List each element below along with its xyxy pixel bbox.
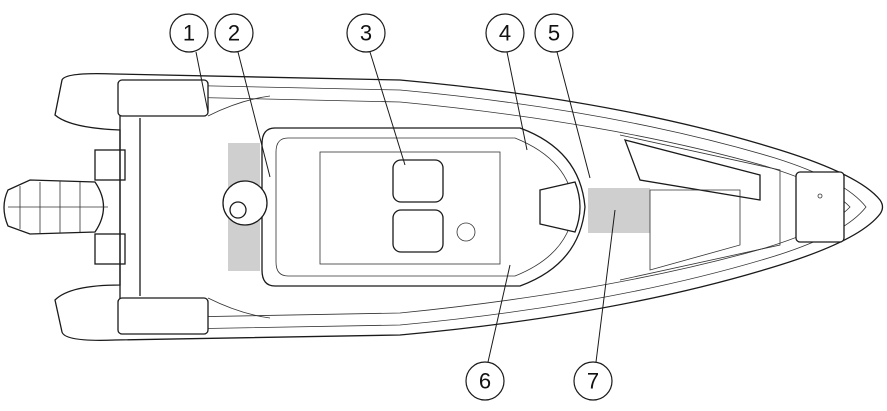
callout-label: 5 <box>548 21 560 46</box>
callout-label: 6 <box>479 369 491 394</box>
callout-6: 6 <box>465 361 505 401</box>
callout-label: 2 <box>228 21 240 46</box>
callout-label: 7 <box>587 369 599 394</box>
bow-compartments <box>619 134 845 281</box>
callout-2: 2 <box>214 13 254 53</box>
leader-line-7 <box>595 209 616 363</box>
leader-line-6 <box>487 264 511 363</box>
leader-line-5 <box>556 51 591 179</box>
seat-icon <box>392 159 444 203</box>
bow-hatch <box>795 171 845 243</box>
callout-4: 4 <box>485 13 525 53</box>
callout-7: 7 <box>573 361 613 401</box>
leader-line-3 <box>369 51 406 166</box>
callout-label: 1 <box>183 21 195 46</box>
foredeck-area <box>588 188 650 233</box>
callout-3: 3 <box>346 13 386 53</box>
callout-5: 5 <box>534 13 574 53</box>
leader-line-4 <box>506 51 528 151</box>
seat-icon <box>392 209 444 253</box>
hull <box>54 72 884 341</box>
steering-wheel-icon <box>456 222 476 242</box>
leader-line-1 <box>195 51 209 113</box>
callout-1: 1 <box>169 13 209 53</box>
console <box>222 127 586 287</box>
callout-label: 4 <box>499 21 511 46</box>
callout-label: 3 <box>360 21 372 46</box>
windshield-icon <box>539 181 581 233</box>
leader-line-2 <box>237 51 271 178</box>
